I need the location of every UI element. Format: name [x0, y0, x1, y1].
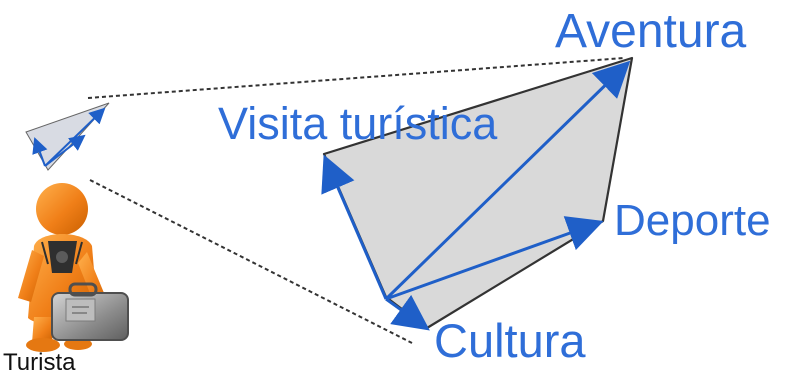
label-cultura: Cultura	[434, 314, 586, 367]
label-deporte: Deporte	[614, 196, 771, 245]
arrow-to-aventura	[384, 60, 631, 301]
label-aventura: Aventura	[555, 5, 747, 58]
label-visita-turistica: Visita turística	[218, 98, 498, 149]
label-turista: Turista	[3, 349, 76, 376]
small-view-polygon	[25, 102, 110, 171]
arrow-to-deporte	[385, 216, 604, 301]
vector-arrows	[321, 60, 631, 331]
projection-top-line	[87, 57, 625, 99]
arrow-to-cultura	[385, 294, 430, 331]
person-with-suitcase-icon	[18, 183, 129, 352]
arrow-to-visita-turistica	[321, 154, 388, 300]
projection-lines	[87, 57, 625, 344]
